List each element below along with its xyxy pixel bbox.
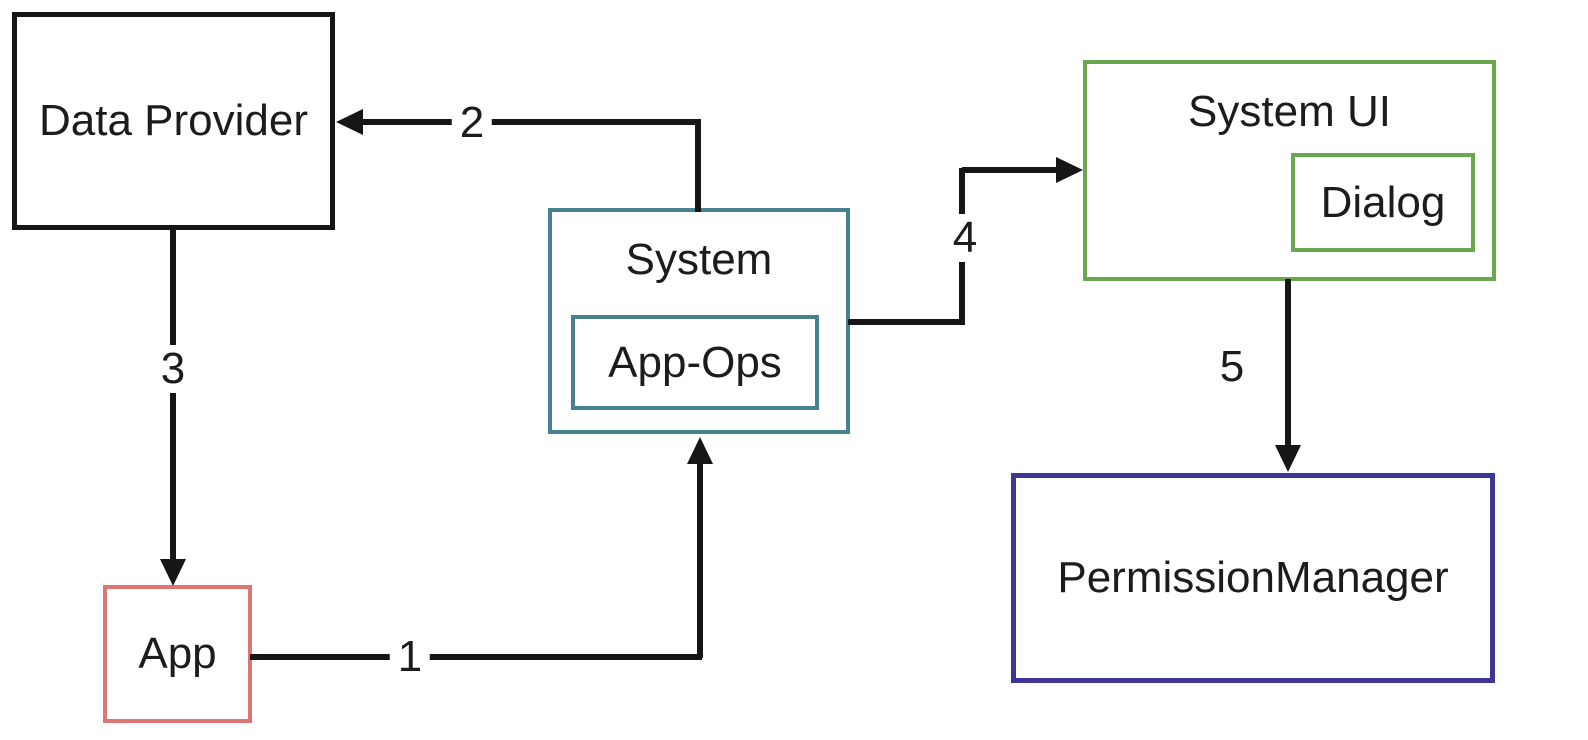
edge1-arrowhead-icon [687,437,713,464]
edge4-arrowhead-icon [1056,157,1083,183]
node-app: App [103,585,252,723]
node-app-label: App [138,629,217,678]
edge4-lower-horizontal-segment [848,319,965,325]
node-data-provider-label: Data Provider [38,96,308,145]
edge2-arrowhead-icon [336,109,363,135]
edge5-arrowhead-icon [1275,445,1301,472]
edge5-label: 5 [1211,343,1253,391]
edge2-vertical-segment [695,120,701,212]
edge4-upper-horizontal-segment [962,167,1057,173]
edge4-label: 4 [944,214,986,262]
edge1-horizontal-segment [250,654,702,660]
node-system-ui-label: System UI [1188,87,1391,136]
edge1-label: 1 [389,633,431,681]
node-dialog: Dialog [1291,153,1475,252]
node-permission-manager-label: PermissionManager [1057,553,1449,602]
edge3-label: 3 [152,345,194,393]
edge2-label: 2 [451,99,493,147]
edge1-vertical-segment [697,461,703,658]
node-system-label: System [625,235,773,284]
edge5-vertical-segment [1285,279,1291,447]
node-permission-manager: PermissionManager [1011,473,1495,683]
edge3-arrowhead-icon [160,559,186,586]
edge2-horizontal-segment [356,119,701,125]
edge3-vertical-segment [170,228,176,562]
node-dialog-label: Dialog [1320,177,1446,227]
node-data-provider: Data Provider [12,12,335,230]
node-app-ops-label: App-Ops [608,337,782,387]
node-app-ops: App-Ops [571,315,819,410]
